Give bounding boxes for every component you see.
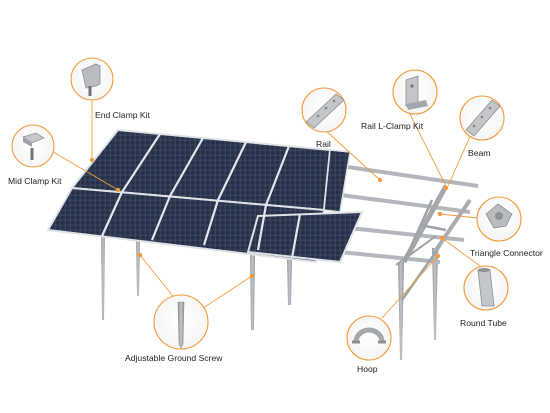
round-tube-icon [463, 265, 509, 311]
ground-screw-icon [153, 294, 209, 350]
rail-profile-icon [301, 87, 347, 133]
label-hoop: Hoop [357, 364, 378, 374]
label-triangle-connector: Triangle Connector [470, 248, 543, 258]
l-clamp-icon [392, 69, 438, 115]
solar-panels [46, 128, 364, 264]
mid-clamp-icon [11, 124, 55, 168]
ground-screws [101, 228, 438, 360]
beam-profile-icon [459, 95, 505, 141]
callout-dots [89, 157, 449, 279]
end-clamp-icon [70, 57, 114, 101]
label-end-clamp-kit: End Clamp Kit [95, 110, 150, 120]
label-rail-l-clamp-kit: Rail L-Clamp Kit [361, 121, 424, 131]
label-round-tube: Round Tube [460, 318, 507, 328]
label-mid-clamp-kit: Mid Clamp Kit [8, 176, 62, 186]
label-beam: Beam [468, 148, 491, 158]
label-rail: Rail [316, 139, 331, 149]
hoop-icon [346, 315, 392, 361]
label-adjustable-ground-screw: Adjustable Ground Screw [125, 353, 223, 363]
triangle-connector-icon [476, 196, 522, 242]
